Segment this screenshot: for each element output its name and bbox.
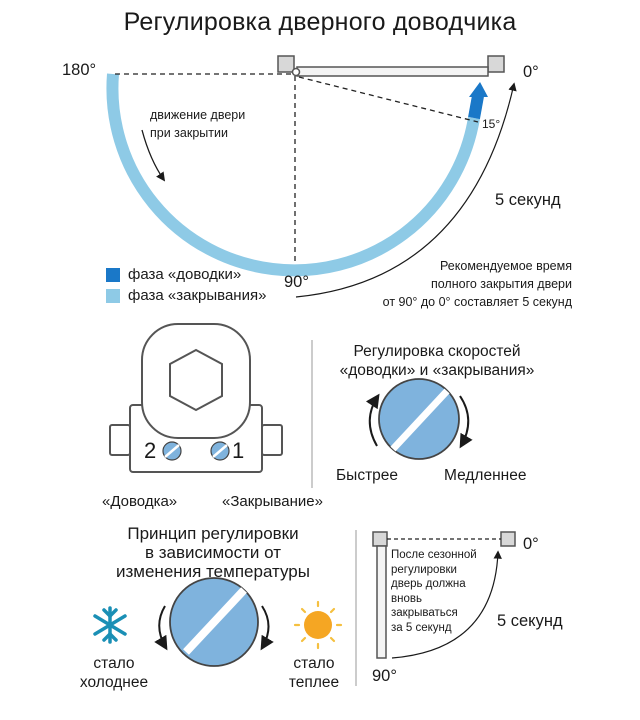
warmer-label-line-2: теплее [288, 674, 340, 691]
dashed-line-15 [298, 76, 479, 123]
legend: фаза «доводки» фаза «закрывания» [106, 266, 266, 304]
seasonal-frame-left [372, 531, 388, 547]
label-closing: «Закрывание» [222, 493, 323, 510]
door-frame-left [277, 55, 295, 73]
warmer-label-line-1: стало [293, 655, 335, 672]
legend-item-closing: фаза «закрывания» [106, 287, 266, 304]
speed-adjust-title: Регулировка скоростей «доводки» и «закры… [318, 342, 556, 380]
closing-phase-arc [106, 73, 480, 277]
seasonal-time-label: 5 секунд [497, 612, 563, 630]
seasonal-time-arc [391, 550, 502, 659]
faster-label: Быстрее [336, 467, 399, 484]
latching-phase-arrow [468, 94, 484, 120]
closer-spindle-hex [169, 348, 223, 412]
slower-label: Медленнее [444, 467, 527, 484]
angle-90-label: 90° [284, 273, 309, 291]
temperature-title: Принцип регулировки в зависимости от изм… [98, 524, 328, 581]
valve-1-slot [212, 444, 228, 458]
recommendation-line-1: Рекомендуемое время [440, 259, 572, 273]
legend-swatch-latching [106, 267, 120, 282]
recommendation-line-2: полного закрытия двери [430, 277, 572, 291]
seasonal-note-line-6: за 5 секунд [391, 621, 452, 634]
temperature-title-line-2: в зависимости от [144, 543, 282, 562]
seasonal-note: После сезонной регулировки дверь должна … [391, 548, 477, 635]
colder-arrow [154, 605, 168, 651]
warmer-arrow [260, 605, 274, 651]
legend-swatch-closing [106, 288, 120, 303]
recommendation-line-3: от 90° до 0° составляет 5 секунд [382, 295, 572, 309]
temperature-valve-slot [183, 587, 247, 655]
valve-2-number: 2 [144, 438, 157, 463]
snowflake-icon [93, 606, 127, 644]
legend-item-latching: фаза «доводки» [106, 266, 266, 283]
door-frame-right [487, 55, 505, 73]
closer-right-cap [261, 424, 283, 456]
legend-label-closing: фаза «закрывания» [128, 287, 267, 304]
angle-180-label: 180° [62, 61, 97, 79]
seasonal-door-leaf [376, 545, 387, 659]
seasonal-note-line-3: дверь должна [391, 578, 466, 590]
closer-left-cap [109, 424, 131, 456]
seasonal-note-line-2: регулировки [391, 563, 457, 576]
seasonal-note-line-4: вновь [391, 592, 422, 605]
temperature-title-line-1: Принцип регулировки [127, 524, 299, 543]
temperature-title-line-3: изменения температуры [116, 562, 310, 581]
seasonal-frame-right [500, 531, 516, 547]
door-motion-line-2: при закрытии [150, 126, 228, 140]
speed-valve-diagram [365, 378, 473, 460]
latching-arrow-head [469, 82, 488, 97]
page-title: Регулировка дверного доводчика [123, 8, 517, 36]
faster-arrow [365, 393, 380, 447]
warmer-label: стало теплее [274, 654, 354, 692]
valve-2-slot [164, 444, 180, 458]
door-hinge [291, 67, 301, 77]
colder-label: стало холоднее [74, 654, 154, 692]
door-swing-diagram [106, 55, 517, 298]
colder-label-line-2: холоднее [79, 674, 149, 691]
temperature-diagram [93, 577, 343, 667]
valve-1-number: 1 [232, 438, 245, 463]
seasonal-note-line-1: После сезонной [391, 549, 477, 561]
seasonal-door-diagram [372, 531, 516, 659]
legend-label-latching: фаза «доводки» [128, 266, 242, 283]
angle-0-label: 0° [523, 63, 539, 81]
sun-icon [293, 600, 343, 650]
speed-adjust-title-line-2: «доводки» и «закрывания» [339, 362, 535, 379]
door-motion-label: движение двери при закрытии [150, 106, 245, 142]
seasonal-angle-90: 90° [372, 667, 397, 685]
seasonal-note-line-5: закрываться [391, 607, 458, 619]
seasonal-angle-0: 0° [523, 535, 539, 553]
speed-valve-slot [390, 388, 450, 452]
time-arc [295, 82, 517, 298]
label-latching: «Доводка» [102, 493, 178, 510]
colder-label-line-1: стало [93, 655, 135, 672]
recommendation-text: Рекомендуемое время полного закрытия две… [352, 257, 572, 311]
door-motion-line-1: движение двери [150, 108, 246, 122]
door-leaf [296, 66, 489, 77]
slower-arrow [459, 395, 473, 449]
time-top-label: 5 секунд [495, 191, 561, 209]
speed-adjust-title-line-1: Регулировка скоростей [353, 343, 521, 360]
angle-15-label: 15° [482, 117, 501, 131]
door-motion-arrow [141, 129, 166, 182]
closer-body [109, 323, 283, 473]
